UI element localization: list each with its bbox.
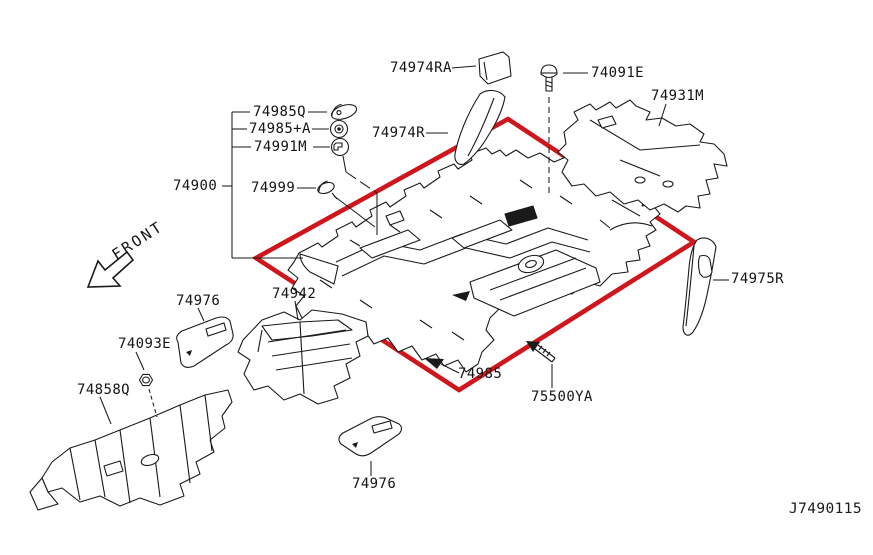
rear-floor-trim-drawing-74931m bbox=[558, 100, 727, 212]
part-label-75500ya: 75500YA bbox=[531, 389, 593, 405]
part-label-74858q: 74858Q bbox=[77, 382, 130, 398]
heat-insulator-drawing-74858q bbox=[30, 390, 232, 510]
part-label-74093e: 74093E bbox=[118, 336, 171, 352]
pillar-trim-drawing-74975r bbox=[683, 238, 716, 335]
part-label-74974r: 74974R bbox=[372, 125, 425, 141]
floor-carpet-drawing-74900 bbox=[288, 148, 660, 372]
part-label-74931m: 74931M bbox=[651, 88, 704, 104]
part-label-74942: 74942 bbox=[272, 286, 317, 302]
part-label-74976-lower: 74976 bbox=[352, 476, 397, 492]
front-arrow-icon bbox=[88, 252, 133, 287]
part-label-74985q: 74985Q bbox=[253, 104, 306, 120]
grommet-icon-74991m bbox=[332, 139, 349, 156]
attachment-arrow-icon-74985 bbox=[424, 358, 444, 369]
bolt-icon-74091e bbox=[541, 65, 557, 91]
part-label-74985: 74985 bbox=[458, 366, 503, 382]
stud-icon-75500ya bbox=[526, 341, 555, 362]
trim-pad-drawing-74974ra bbox=[479, 52, 511, 84]
clip-icon-74999 bbox=[316, 179, 337, 199]
part-label-74976-upper: 74976 bbox=[176, 293, 221, 309]
kick-trim-drawing-74974r bbox=[455, 90, 505, 164]
part-label-74985-a: 74985+A bbox=[249, 121, 311, 137]
part-label-74900: 74900 bbox=[173, 178, 218, 194]
part-label-74974ra: 74974RA bbox=[390, 60, 452, 76]
heat-insulator-drawing-74942 bbox=[238, 310, 368, 404]
nut-icon-74093e bbox=[140, 374, 153, 385]
diagram-code: J7490115 bbox=[789, 501, 863, 517]
pad-drawing-74976-upper bbox=[177, 317, 233, 367]
part-label-74975r: 74975R bbox=[731, 271, 784, 287]
part-label-74999: 74999 bbox=[251, 180, 296, 196]
part-label-74991m: 74991M bbox=[254, 139, 307, 155]
leader-lines bbox=[100, 66, 729, 476]
pad-drawing-74976-lower bbox=[339, 417, 402, 456]
part-label-74091e: 74091E bbox=[591, 65, 644, 81]
clip-icon-74985q bbox=[329, 100, 358, 122]
washer-icon-74985a bbox=[331, 121, 348, 138]
